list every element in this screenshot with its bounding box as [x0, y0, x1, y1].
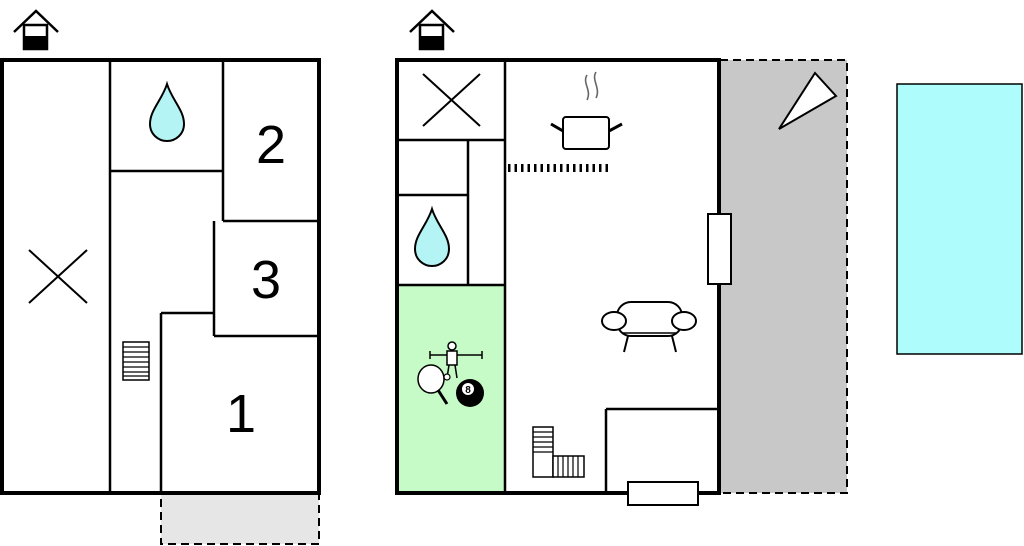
ground-floor-plan: 2 3 1: [0, 9, 321, 545]
foosball-icon: [429, 341, 483, 379]
balcony-area: [160, 493, 320, 545]
cooking-pot-icon: [550, 71, 623, 150]
ground-floor-outer-wall: [0, 58, 321, 495]
water-drop-icon: [148, 80, 186, 143]
swimming-pool: [896, 83, 1023, 355]
sun-icon: [778, 71, 838, 130]
room-label-1: 1: [226, 384, 256, 444]
cross-mark-icon: [422, 73, 481, 127]
game-room: [397, 285, 505, 493]
terrace-area: [719, 59, 848, 494]
house-icon: [13, 9, 59, 51]
stairs-icon: [122, 341, 150, 381]
stairs-icon: [532, 426, 585, 478]
room-label-3: 3: [251, 250, 281, 310]
room-label-2: 2: [256, 115, 286, 175]
water-drop-icon: [413, 205, 451, 268]
sofa-icon: [601, 301, 697, 353]
cross-mark-icon: [28, 249, 88, 304]
upper-floor-interior-walls: [397, 60, 718, 493]
billiard-ball-icon: 8: [456, 379, 484, 407]
window-east: [707, 213, 732, 285]
upper-floor-plan: 8: [395, 9, 848, 506]
window-south: [627, 481, 699, 506]
ground-floor-interior-walls: [108, 60, 319, 493]
house-icon: [409, 9, 455, 51]
billiard-ball-number: 8: [465, 385, 471, 396]
ping-pong-icon: [417, 364, 451, 405]
